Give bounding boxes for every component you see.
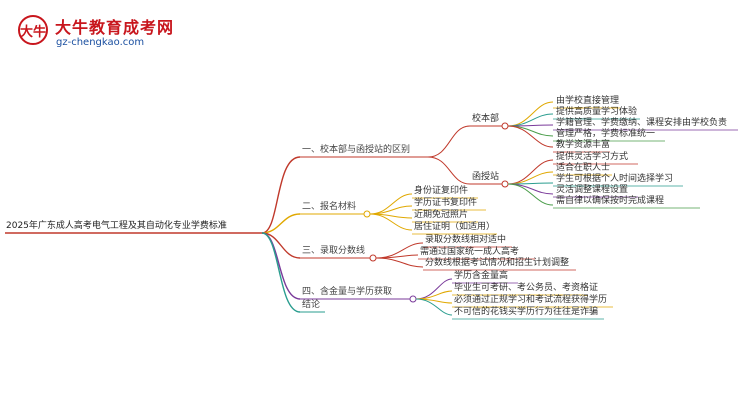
sub-node-hanshouzhan[interactable]: 函授站 (472, 172, 500, 182)
brand-title[interactable]: 大牛教育成考网 (55, 18, 175, 37)
leaf-item[interactable]: 居住证明（如适用） (414, 222, 496, 232)
edge-sub-1 (427, 125, 471, 158)
leaf-item[interactable]: 不可信的花钱买学历行为往往是诈骗 (454, 307, 599, 317)
leaf-item[interactable]: 需通过国家统一成人高考 (420, 247, 520, 257)
edge-branch-1 (261, 156, 301, 234)
branch-2-label[interactable]: 二、报名材料 (302, 202, 357, 212)
edge-branch-5 (261, 232, 301, 313)
edge-sub-2 (427, 156, 471, 185)
leaf-item[interactable]: 灵活调整课程设置 (556, 185, 629, 195)
logo-text: 大牛 (20, 24, 47, 40)
leaf-item[interactable]: 录取分数线相对适中 (425, 235, 507, 245)
leaf-item[interactable]: 学籍管理、学费缴纳、课程安排由学校负责 (556, 118, 728, 128)
leaf-item[interactable]: 提供灵活学习方式 (556, 152, 629, 162)
sub-2-node (501, 180, 509, 188)
leaf-item[interactable]: 需自律以确保按时完成课程 (556, 196, 665, 206)
leaf-item[interactable]: 由学校直接管理 (556, 96, 620, 106)
sub-node-xiaobenbu[interactable]: 校本部 (472, 114, 500, 124)
root-topic[interactable]: 2025年广东成人高考电气工程及其自动化专业学费标准 (6, 221, 227, 231)
leaf-item[interactable]: 必须通过正规学习和考试流程获得学历 (454, 295, 608, 305)
brand-logo[interactable]: 大牛 (18, 15, 48, 45)
leaf-item[interactable]: 毕业生可考研、考公务员、考资格证 (454, 283, 599, 293)
brand-url[interactable]: gz-chengkao.com (56, 37, 145, 48)
branch-5-label[interactable]: 结论 (302, 300, 321, 310)
edge-branch-4 (261, 232, 301, 300)
leaf-item[interactable]: 教学资源丰富 (556, 140, 611, 150)
leaf-item[interactable]: 学生可根据个人时间选择学习 (556, 174, 674, 184)
leaf-item[interactable]: 提供高质量学习体验 (556, 107, 638, 117)
leaf-item[interactable]: 适合在职人士 (556, 163, 611, 173)
leaf-item[interactable]: 分数线根据考试情况和招生计划调整 (425, 258, 570, 268)
leaf-item[interactable]: 学历证书复印件 (414, 198, 478, 208)
branch-3-label[interactable]: 三、录取分数线 (302, 246, 366, 256)
leaf-item[interactable]: 管理严格，学费标准统一 (556, 129, 656, 139)
edge-branch-2 (261, 213, 301, 234)
site-header: 大牛 大牛教育成考网 gz-chengkao.com (0, 0, 750, 56)
branch-4-label[interactable]: 四、含金量与学历获取 (302, 287, 393, 297)
leaf-item[interactable]: 身份证复印件 (414, 186, 469, 196)
leaf-item[interactable]: 学历含金量高 (454, 271, 509, 281)
leaf-item[interactable]: 近期免冠照片 (414, 210, 469, 220)
branch-1-label[interactable]: 一、校本部与函授站的区别 (302, 145, 411, 155)
sub-1-node (501, 122, 509, 130)
